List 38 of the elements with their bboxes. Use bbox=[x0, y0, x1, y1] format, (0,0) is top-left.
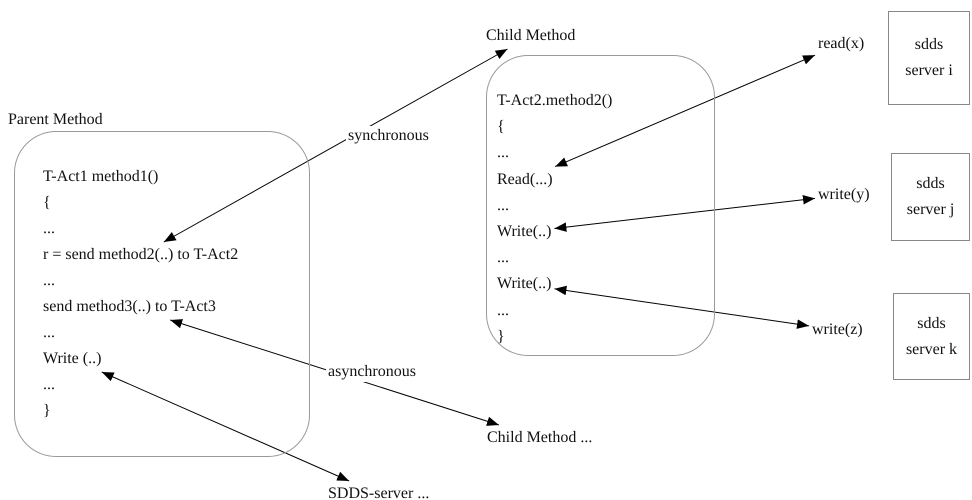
double-arrow bbox=[554, 54, 816, 168]
code-line: r = send method2(..) to T-Act2 bbox=[43, 245, 238, 265]
code-line: T-Act2.method2() bbox=[497, 91, 612, 111]
double-arrow bbox=[554, 194, 816, 232]
server-box: sdds server k bbox=[893, 293, 970, 380]
code-line: } bbox=[43, 401, 51, 421]
edge-label: synchronous bbox=[346, 126, 431, 146]
double-arrow bbox=[170, 319, 500, 426]
code-line: ... bbox=[497, 300, 509, 321]
call-label: SDDS-server ... bbox=[328, 484, 430, 500]
code-line: ... bbox=[497, 143, 509, 164]
code-line: ... bbox=[43, 271, 55, 291]
call-label: read(x) bbox=[818, 34, 864, 54]
code-line: send method3(..) to T-Act3 bbox=[43, 297, 216, 317]
code-line: { bbox=[43, 193, 51, 213]
code-line: ... bbox=[43, 323, 55, 343]
double-arrow bbox=[101, 372, 350, 482]
server-box: sdds server i bbox=[888, 11, 970, 105]
code-line: { bbox=[497, 117, 505, 138]
server-box: sdds server j bbox=[891, 153, 970, 241]
call-label: write(z) bbox=[812, 320, 863, 340]
method-title: Parent Method bbox=[8, 110, 103, 130]
code-line: ... bbox=[497, 196, 509, 216]
call-label: write(y) bbox=[818, 185, 870, 205]
double-arrow bbox=[554, 286, 810, 329]
code-line: ... bbox=[497, 248, 509, 268]
double-arrow bbox=[163, 48, 508, 242]
code-line: Write(..) bbox=[497, 222, 552, 242]
call-label: Child Method ... bbox=[487, 428, 592, 448]
code-line: T-Act1 method1() bbox=[43, 167, 158, 187]
edge-label: asynchronous bbox=[326, 362, 418, 382]
code-line: Write(..) bbox=[497, 274, 552, 294]
code-line: ... bbox=[43, 375, 55, 395]
code-line: Write (..) bbox=[43, 349, 102, 369]
method-title: Child Method bbox=[486, 26, 576, 46]
code-line: } bbox=[497, 326, 505, 347]
code-line: Read(...) bbox=[497, 170, 553, 190]
code-line: ... bbox=[43, 219, 55, 239]
